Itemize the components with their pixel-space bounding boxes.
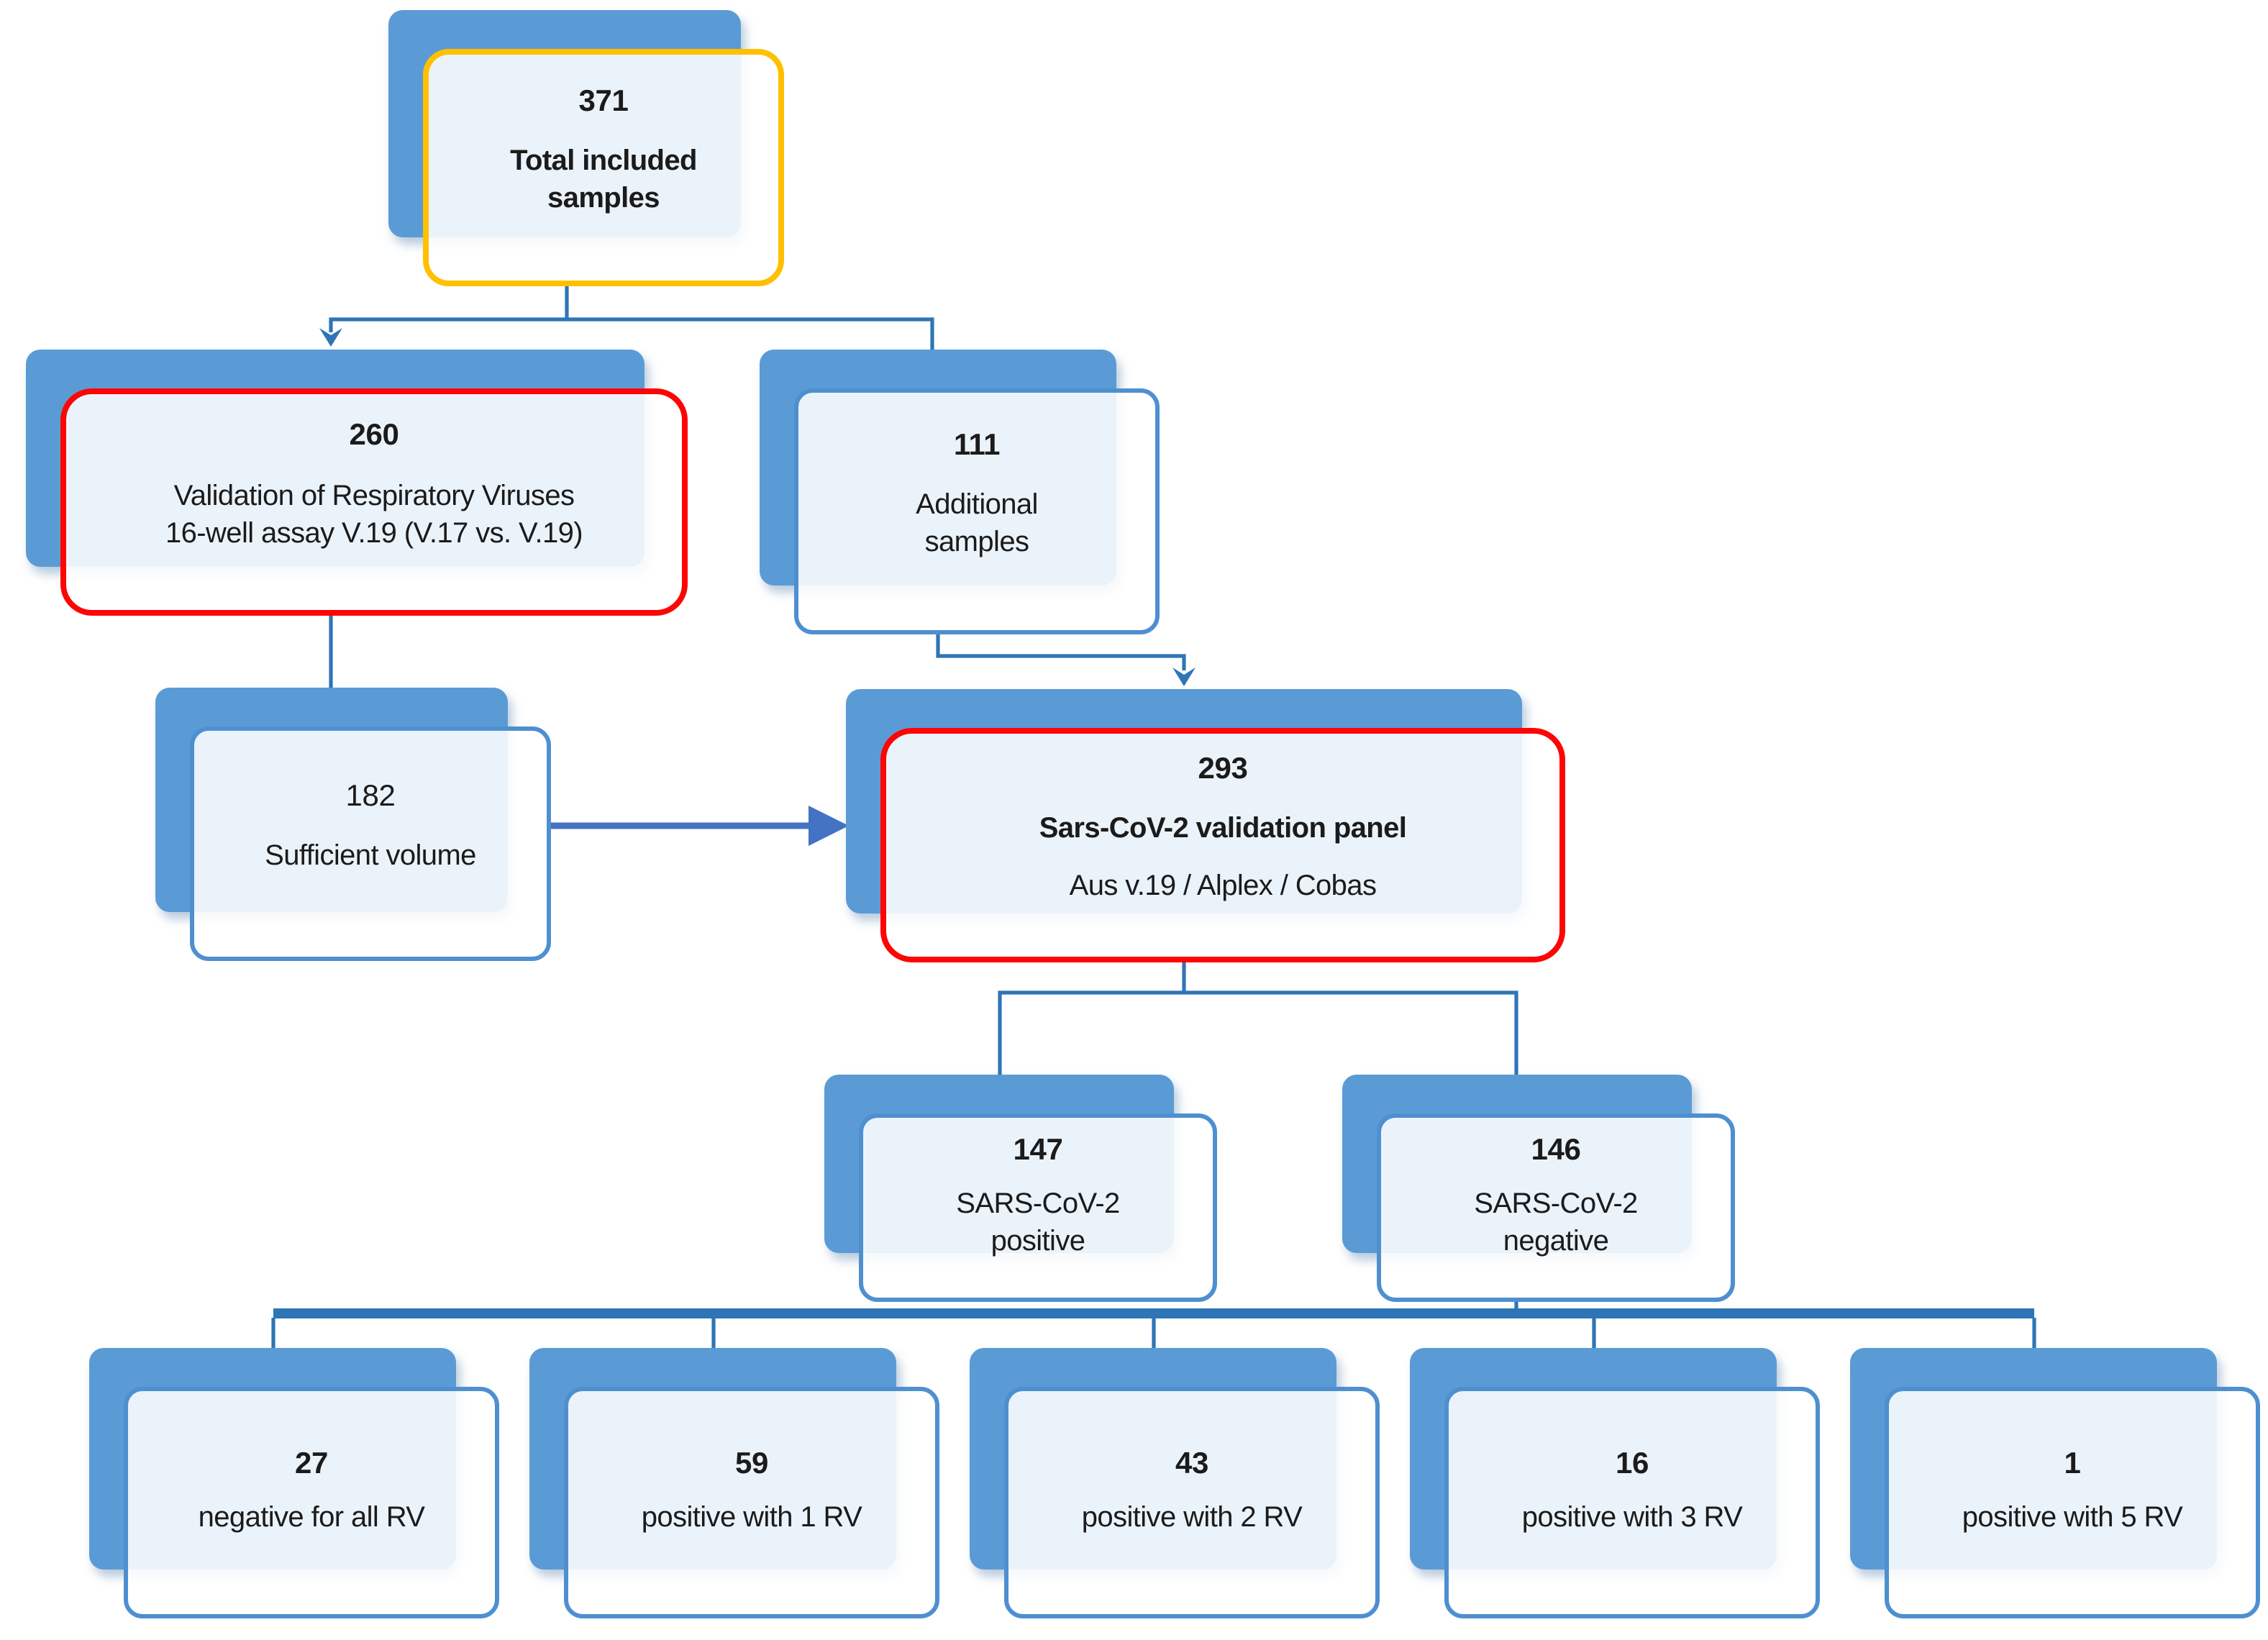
card-box: 146 SARS-CoV-2 negative <box>1377 1113 1735 1302</box>
card-label: positive with 3 RV <box>1521 1502 1743 1534</box>
card-number: 59 <box>735 1447 768 1480</box>
node-positive-1-rv: 59 positive with 1 RV <box>529 1348 939 1618</box>
card-label: positive with 1 RV <box>641 1502 862 1534</box>
card-box: 16 positive with 3 RV <box>1444 1387 1820 1618</box>
card-box: 371 Total included samples <box>423 49 784 286</box>
card-number: 111 <box>953 428 1001 462</box>
card-label: Additional <box>916 489 1038 521</box>
card-label: Total included <box>510 145 697 178</box>
card-number: 16 <box>1616 1447 1649 1480</box>
card-box: 147 SARS-CoV-2 positive <box>859 1113 1217 1302</box>
card-label: positive with 2 RV <box>1081 1502 1303 1534</box>
arrowhead-into-293-top <box>1172 668 1196 686</box>
card-box: 111 Additional samples <box>794 388 1160 634</box>
card-box: 293 Sars-CoV-2 validation panel Aus v.19… <box>880 728 1565 962</box>
card-label: SARS-CoV-2 <box>956 1188 1120 1221</box>
node-validation-respiratory-viruses: 260 Validation of Respiratory Viruses 16… <box>26 350 688 616</box>
node-positive-5-rv: 1 positive with 5 RV <box>1850 1348 2260 1618</box>
card-label: Aus v.19 / Alplex / Cobas <box>1069 870 1377 903</box>
card-label: samples <box>924 527 1029 559</box>
arrowhead-into-293-left <box>809 806 849 846</box>
card-number: 43 <box>1175 1447 1208 1480</box>
card-box: 182 Sufficient volume <box>190 726 551 961</box>
node-total-included-samples: 371 Total included samples <box>388 10 784 286</box>
card-box: 260 Validation of Respiratory Viruses 16… <box>60 388 688 616</box>
card-label: positive <box>990 1226 1085 1258</box>
card-box: 43 positive with 2 RV <box>1004 1387 1380 1618</box>
card-number: 1 <box>2064 1447 2081 1480</box>
card-number: 27 <box>295 1447 328 1480</box>
node-sufficient-volume: 182 Sufficient volume <box>155 688 551 961</box>
node-sars-cov-2-validation-panel: 293 Sars-CoV-2 validation panel Aus v.19… <box>846 689 1565 962</box>
connector-293-split <box>998 962 1518 1075</box>
card-box: 1 positive with 5 RV <box>1885 1387 2260 1618</box>
card-label: SARS-CoV-2 <box>1474 1188 1638 1221</box>
node-additional-samples: 111 Additional samples <box>760 350 1160 634</box>
card-number: 260 <box>349 419 399 452</box>
card-box: 59 positive with 1 RV <box>564 1387 939 1618</box>
card-label: negative <box>1503 1226 1609 1258</box>
card-number: 293 <box>1198 752 1248 785</box>
arrowhead-into-260 <box>319 328 342 347</box>
card-label: Validation of Respiratory Viruses <box>173 480 575 512</box>
card-label: Sufficient volume <box>265 840 476 873</box>
connector-total-split <box>329 286 934 350</box>
card-label: negative for all RV <box>198 1502 425 1534</box>
card-number: 147 <box>1013 1133 1063 1167</box>
bus-drops <box>271 1318 2036 1348</box>
card-label: Sars-CoV-2 validation panel <box>1039 813 1407 845</box>
node-positive-2-rv: 43 positive with 2 RV <box>970 1348 1380 1618</box>
card-label: 16-well assay V.19 (V.17 vs. V.19) <box>165 517 583 550</box>
card-label: positive with 5 RV <box>1962 1502 2183 1534</box>
card-label: samples <box>547 183 660 215</box>
node-positive-3-rv: 16 positive with 3 RV <box>1410 1348 1820 1618</box>
node-negative-all-rv: 27 negative for all RV <box>89 1348 499 1618</box>
node-sars-cov-2-positive: 147 SARS-CoV-2 positive <box>824 1075 1217 1302</box>
card-number: 182 <box>345 779 396 813</box>
card-number: 371 <box>578 84 629 118</box>
node-sars-cov-2-negative: 146 SARS-CoV-2 negative <box>1342 1075 1735 1302</box>
connector-111-293 <box>936 634 1186 670</box>
card-number: 146 <box>1531 1133 1581 1167</box>
card-box: 27 negative for all RV <box>124 1387 499 1618</box>
